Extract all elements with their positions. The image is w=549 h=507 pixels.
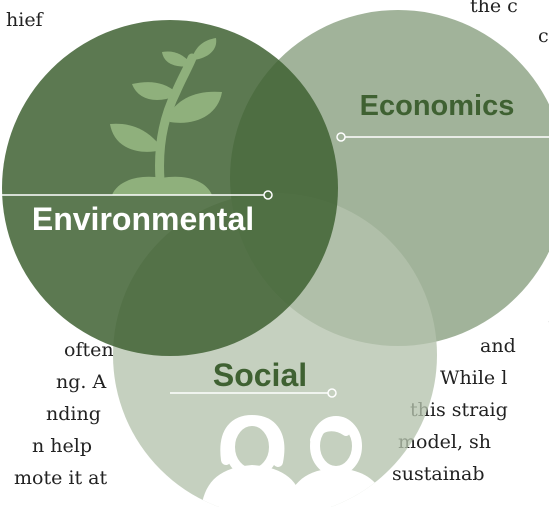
economics-label: Economics (360, 90, 515, 122)
text-fragment-bottom-left: often ng. A nding n help mote it at (0, 334, 114, 494)
text-line: c (538, 25, 549, 47)
text-line: often (64, 339, 114, 361)
plant-icon (110, 38, 222, 195)
environmental-connector (0, 190, 273, 200)
social-label: Social (213, 357, 307, 393)
text-line: While l (440, 367, 508, 389)
people-icon (200, 414, 388, 507)
text-line: ng. A (56, 371, 107, 393)
text-line: the c (470, 0, 518, 17)
text-line: and (480, 335, 516, 357)
environmental-label: Environmental (32, 201, 254, 237)
text-line: hief (6, 9, 43, 31)
text-line: mote it at (14, 467, 108, 489)
text-line: nding (46, 403, 101, 425)
economics-connector (336, 132, 549, 142)
text-fragment-top-right: the c c (470, 0, 549, 49)
text-line: sustainab (392, 463, 485, 485)
text-line: model, sh (398, 431, 492, 453)
text-fragment-bottom-right: , and While l this straig model, sh sust… (0, 298, 549, 490)
text-line: n help (32, 435, 92, 457)
text-line: this straig (410, 399, 508, 421)
text-fragment-top-left: hief (6, 8, 43, 33)
social-connector (170, 388, 337, 398)
